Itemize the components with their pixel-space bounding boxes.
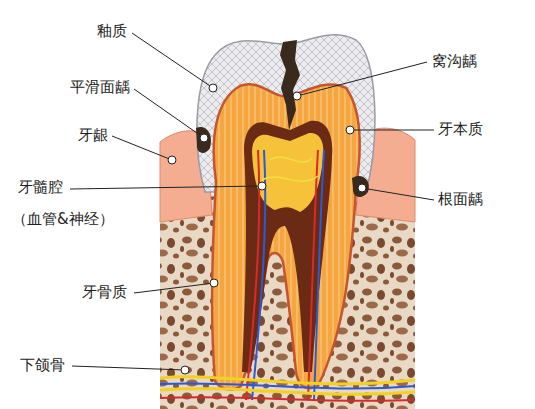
part-label: 根面龋	[438, 190, 483, 208]
root-caries	[352, 176, 369, 197]
fissure-caries	[280, 40, 300, 130]
part-label: 平滑面龋	[70, 78, 130, 96]
part-label: 窝沟龋	[432, 52, 477, 70]
smooth-surface-caries	[196, 127, 211, 153]
part-label: 牙本质	[438, 120, 483, 138]
part-label: （血管&神经）	[12, 210, 114, 228]
leader-dots	[168, 84, 366, 374]
pulp-core	[252, 133, 323, 212]
part-label: 牙髓腔	[18, 178, 63, 196]
leader-lines	[70, 33, 434, 370]
part-label: 下颌骨	[20, 356, 65, 374]
part-label: 釉质	[97, 22, 127, 40]
part-label: 牙骨质	[82, 283, 127, 301]
dentin	[212, 84, 360, 389]
part-label: 牙龈	[78, 126, 108, 144]
